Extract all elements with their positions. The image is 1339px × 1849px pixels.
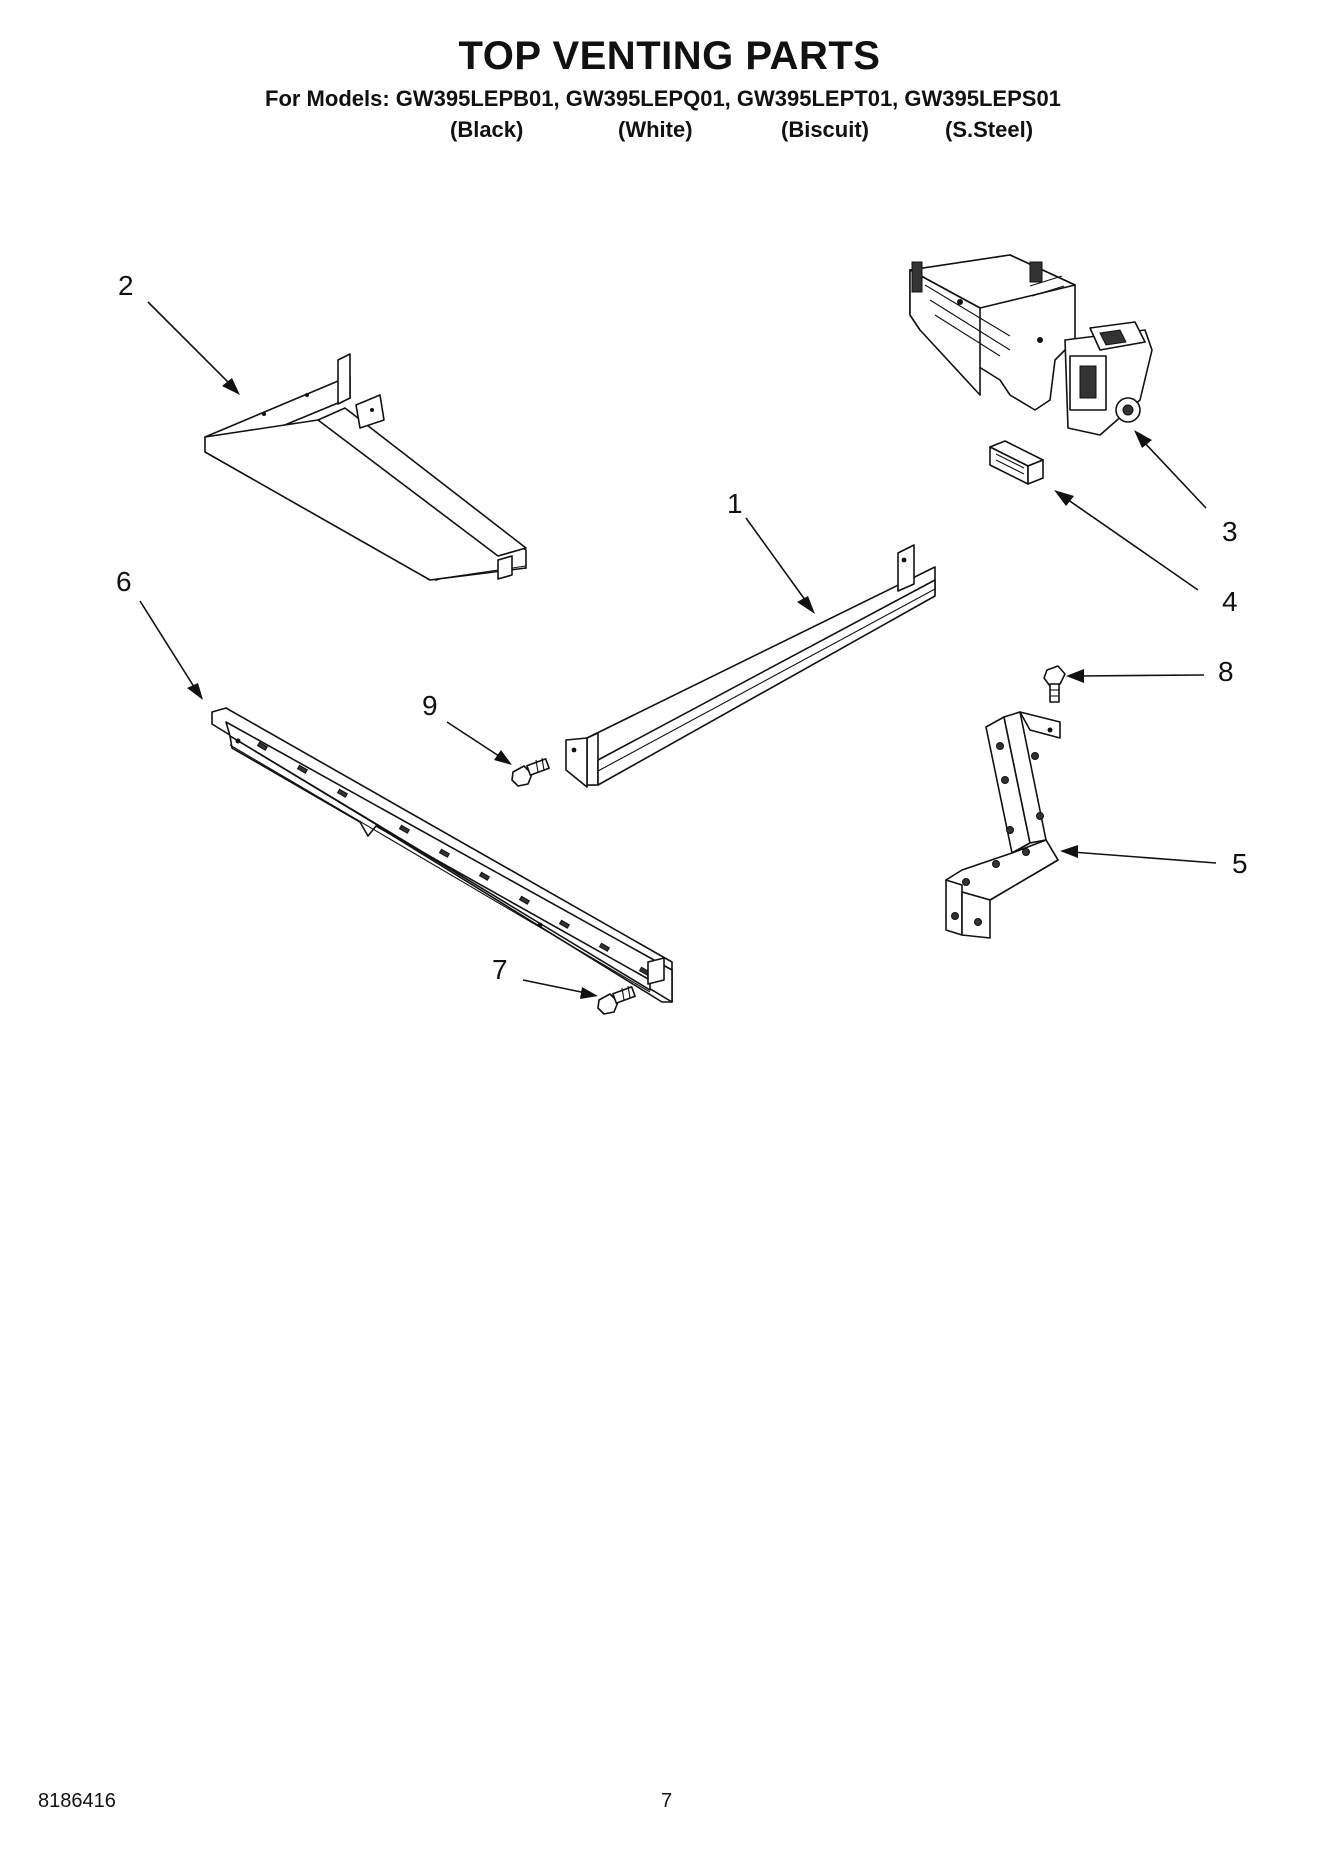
part-9-screw — [511, 757, 550, 787]
callout-4: 4 — [1222, 586, 1238, 617]
part-3-vent-motor-assembly — [909, 254, 1153, 436]
callout-2: 2 — [118, 270, 134, 301]
callout-8: 8 — [1218, 656, 1234, 687]
color-white: (White) — [618, 117, 693, 142]
rail-slots — [256, 741, 651, 976]
part-6-slotted-rail — [211, 707, 673, 1003]
callout-6: 6 — [116, 566, 132, 597]
part-7-screw — [597, 985, 636, 1015]
color-black: (Black) — [450, 117, 524, 142]
part-8-screw — [1043, 665, 1066, 703]
models-line: For Models: GW395LEPB01, GW395LEPQ01, GW… — [265, 86, 1061, 111]
callout-1: 1 — [727, 488, 743, 519]
callout-7: 7 — [492, 954, 508, 985]
doc-number: 8186416 — [38, 1790, 116, 1812]
page-title: TOP VENTING PARTS — [458, 34, 881, 78]
callout-3: 3 — [1222, 516, 1238, 547]
part-5-support-bracket — [945, 711, 1061, 939]
part-1-angle-channel — [565, 544, 936, 788]
part-4-spacer-block — [989, 440, 1044, 485]
part-2-l-bracket — [204, 353, 527, 581]
page-number: 7 — [661, 1790, 673, 1812]
callout-9: 9 — [422, 690, 438, 721]
leader-lines — [139, 301, 1217, 999]
color-biscuit: (Biscuit) — [781, 117, 869, 142]
color-s-steel: (S.Steel) — [945, 117, 1034, 142]
callout-5: 5 — [1232, 848, 1248, 879]
